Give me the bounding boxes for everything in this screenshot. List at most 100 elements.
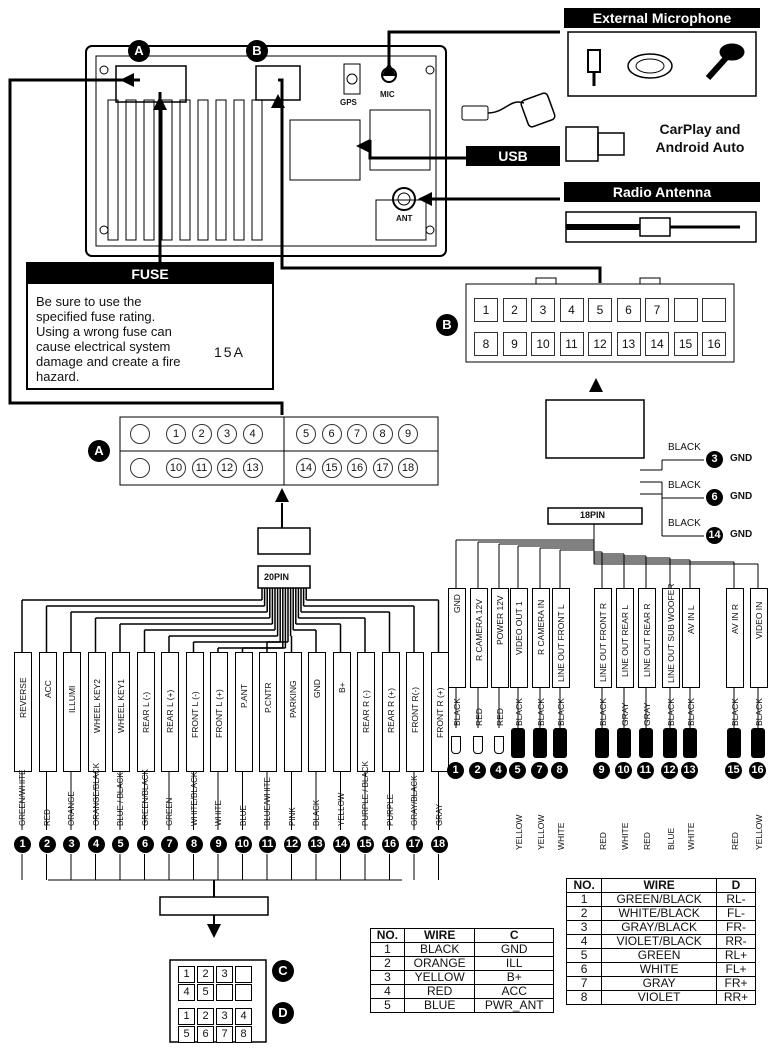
harness-b-wire-color: GRAY (620, 702, 630, 726)
harness-a-pin-number: 8 (185, 836, 203, 853)
connector-a-pin: 9 (398, 424, 418, 444)
gnd-wire-color: BLACK (668, 442, 701, 453)
table-cell: 1 (565, 892, 603, 907)
harness-b-function: GND (452, 594, 462, 613)
table-cell: ORANGE (403, 956, 476, 971)
connector-b-pin: 13 (616, 332, 641, 356)
table-cell: ILL (474, 956, 554, 971)
table-cell: GREEN/BLACK (601, 892, 718, 907)
gnd-label: GND (730, 453, 753, 464)
table-cell: 6 (565, 962, 603, 977)
harness-b-pin-number: 10 (615, 762, 632, 779)
gnd-label: GND (730, 529, 753, 540)
connector-b-pin: 16 (702, 332, 726, 356)
harness-b-pin-number: 11 (637, 762, 654, 779)
connector-a-pin: 12 (217, 458, 237, 478)
table-d-header: D (716, 878, 756, 893)
harness-b-plug-color: RED (642, 832, 652, 850)
harness-b-function: R CAMERA 12V (474, 598, 484, 661)
rca-plug-icon (663, 728, 677, 758)
table-cell: VIOLET (601, 990, 718, 1005)
harness-a-wire-color: GRAY (434, 803, 444, 826)
harness-a-wire-color: GREEN/BLACK (140, 769, 150, 826)
harness-b-function: VIDEO OUT 1 (514, 601, 524, 656)
harness-a-function: ILLUMI (67, 685, 77, 713)
harness-b-wire-color: BLACK (754, 698, 764, 726)
harness-a-label-box: WHEEL KEY2 (87, 652, 106, 772)
connector-b-pin: 8 (474, 332, 498, 356)
harness-a-function: B+ (336, 682, 347, 693)
table-cell: BLACK (403, 942, 476, 957)
rca-plug-icon (727, 728, 741, 758)
connector-a-pin: 15 (321, 458, 342, 478)
harness-a-label-box: FRONT R(-) (406, 652, 424, 772)
harness-a-wire-color: ORANGE/BLACK (91, 762, 101, 826)
harness-b-plug-color: WHITE (556, 822, 566, 850)
gps-label: GPS (340, 98, 357, 107)
harness-b-wire-color: BLACK (514, 698, 524, 726)
harness-b-pin-number: 9 (593, 762, 610, 779)
harness-b-plug-color: YELLOW (514, 814, 524, 850)
harness-a-function: REAR L (+) (165, 689, 175, 733)
harness-a-wire-color: GREEN/WHITE (18, 769, 27, 826)
harness-b-label-box: R CAMERA 12V (470, 588, 488, 688)
harness-a-function: REAR R (-) (361, 690, 371, 733)
harness-a-function: FRONT R(-) (410, 686, 420, 733)
harness-b-plug-color: RED (598, 832, 608, 850)
rca-plug-icon (617, 728, 631, 758)
connector-d-pin: 6 (197, 1026, 214, 1043)
harness-a-pin-number: 17 (406, 836, 423, 853)
harness-b-pin-number: 7 (531, 762, 548, 779)
harness-b-plug-color: YELLOW (754, 814, 764, 850)
connector-c-pin (235, 966, 252, 983)
table-cell: 2 (565, 906, 603, 921)
spade-terminal-icon (494, 736, 504, 754)
unit-connector-b-marker: B (246, 40, 268, 62)
harness-a-wire-color: WHITE/BLACK (189, 771, 199, 826)
harness-b-pin-number: 13 (681, 762, 698, 779)
harness-b-plug-color: YELLOW (536, 814, 546, 850)
harness-a-pin-number: 12 (283, 836, 301, 853)
harness-b-function: AV IN R (730, 604, 740, 635)
table-cell: 5 (565, 948, 603, 963)
connector-c-pin: 5 (197, 984, 214, 1001)
unit-connector-a-marker: A (128, 40, 150, 62)
harness-a-function: REVERSE (18, 677, 28, 718)
harness-a-pin-number: 14 (332, 836, 350, 853)
spade-terminal-icon (473, 736, 483, 754)
connector-b-body (465, 277, 735, 363)
harness-a-pin-number: 9 (210, 836, 227, 853)
table-d-header: WIRE (601, 878, 718, 893)
table-cell: 7 (565, 976, 603, 991)
harness-b-pin-number: 16 (749, 762, 766, 779)
connector-b-pin: 5 (588, 298, 612, 322)
harness-b-wire-color: BLACK (730, 698, 740, 726)
table-cell: 4 (370, 984, 405, 999)
connector-d-pin: 8 (235, 1026, 252, 1043)
harness-a-label-box: ILLUMI (63, 652, 81, 772)
rca-plug-icon (639, 728, 653, 758)
connector-b-pin: 1 (474, 298, 498, 322)
harness-a-pin-number: 1 (14, 836, 31, 853)
table-cell: GRAY (601, 976, 718, 991)
connector-a-marker: A (88, 440, 110, 462)
connector-a-pin: 13 (242, 458, 263, 478)
connector-c-marker: C (272, 960, 294, 982)
harness-a-function: P.ANT (238, 684, 249, 708)
table-cell: FR+ (716, 976, 756, 991)
plug-18pin-label: 18PIN (580, 510, 606, 520)
table-cell: GREEN (601, 948, 718, 963)
accessory-drawings (461, 31, 757, 243)
rca-plug-icon (595, 728, 609, 758)
harness-b-wire-color: BLACK (536, 698, 546, 726)
harness-b-wire-color: GRAY (642, 702, 652, 726)
harness-b-function: LINE OUT FRONT L (556, 604, 566, 682)
harness-a-wire-color: ORANGE (67, 791, 76, 826)
harness-a-wire-color: WHITE (214, 800, 223, 826)
connector-a-pin: 6 (321, 424, 342, 444)
